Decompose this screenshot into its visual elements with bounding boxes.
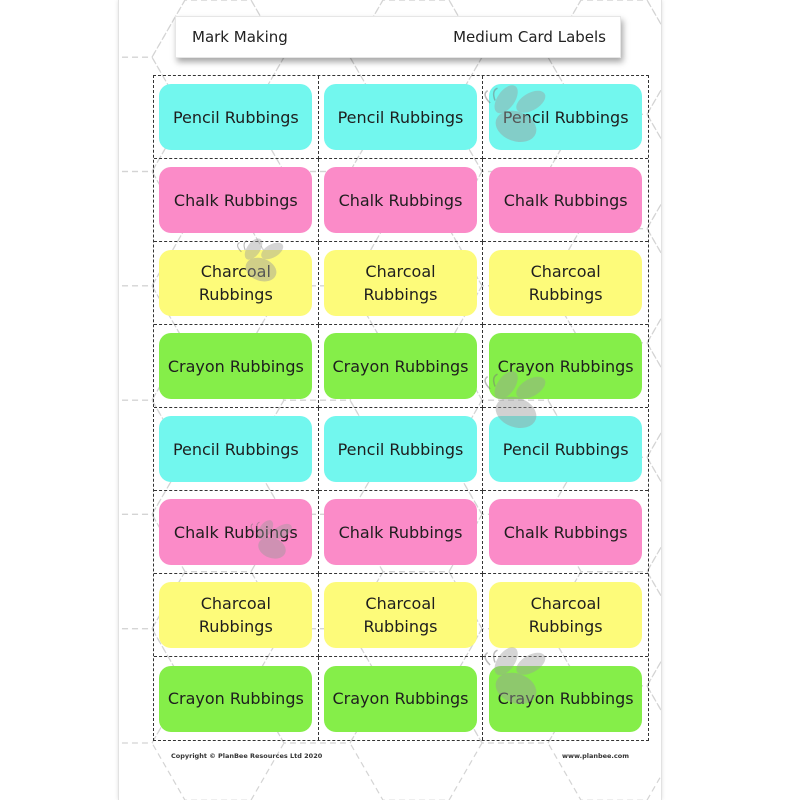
label-cell: Charcoal Rubbings — [483, 574, 648, 657]
card-label: Charcoal Rubbings — [159, 250, 313, 316]
label-cell: Chalk Rubbings — [154, 159, 319, 242]
label-cell: Charcoal Rubbings — [318, 242, 484, 325]
card-label: Chalk Rubbings — [323, 167, 477, 233]
label-cell: Crayon Rubbings — [483, 325, 648, 408]
label-sheet: Mark Making Medium Card Labels Pencil Ru… — [118, 0, 662, 800]
hexagon-outline — [646, 431, 661, 483]
card-label: Crayon Rubbings — [489, 333, 643, 399]
card-label: Pencil Rubbings — [489, 84, 643, 150]
card-label: Pencil Rubbings — [323, 84, 477, 150]
topic-title: Mark Making — [192, 28, 288, 46]
label-cell: Chalk Rubbings — [154, 491, 319, 574]
label-cell: Chalk Rubbings — [318, 159, 484, 242]
card-label: Charcoal Rubbings — [323, 582, 477, 648]
hexagon-outline — [646, 660, 661, 712]
label-cell: Chalk Rubbings — [483, 491, 648, 574]
label-cell: Pencil Rubbings — [154, 76, 319, 159]
card-label: Charcoal Rubbings — [323, 250, 477, 316]
card-label: Chalk Rubbings — [489, 499, 643, 565]
card-label: Crayon Rubbings — [489, 665, 643, 732]
card-label: Chalk Rubbings — [159, 499, 313, 565]
label-cell: Pencil Rubbings — [318, 408, 484, 491]
label-cell: Pencil Rubbings — [154, 408, 319, 491]
card-label: Chalk Rubbings — [489, 167, 643, 233]
card-label: Chalk Rubbings — [159, 167, 313, 233]
label-cell: Charcoal Rubbings — [154, 574, 319, 657]
card-label: Crayon Rubbings — [159, 665, 313, 732]
label-cell: Charcoal Rubbings — [154, 242, 319, 325]
label-cell: Crayon Rubbings — [319, 657, 484, 740]
label-cell: Charcoal Rubbings — [318, 574, 484, 657]
sheet-header: Mark Making Medium Card Labels — [175, 16, 621, 58]
label-cell: Chalk Rubbings — [483, 159, 648, 242]
label-cell: Charcoal Rubbings — [483, 242, 648, 325]
card-label: Chalk Rubbings — [323, 499, 477, 565]
hexagon-outline — [646, 0, 661, 26]
hexagon-outline — [646, 317, 661, 369]
website-text: www.planbee.com — [562, 752, 629, 760]
label-cell: Crayon Rubbings — [154, 325, 319, 408]
copyright-text: Copyright © PlanBee Resources Ltd 2020 — [171, 752, 323, 760]
hexagon-outline — [646, 88, 661, 140]
label-cell: Pencil Rubbings — [318, 76, 484, 159]
hexagon-outline — [646, 203, 661, 255]
label-cell: Crayon Rubbings — [318, 325, 484, 408]
label-cell: Crayon Rubbings — [483, 657, 648, 740]
hexagon-outline — [646, 546, 661, 598]
card-label: Pencil Rubbings — [489, 416, 643, 482]
label-cell: Pencil Rubbings — [483, 408, 648, 491]
card-label: Crayon Rubbings — [323, 665, 477, 732]
card-label: Pencil Rubbings — [159, 416, 313, 482]
card-label: Pencil Rubbings — [323, 416, 477, 482]
label-cell: Crayon Rubbings — [154, 657, 319, 740]
card-label: Crayon Rubbings — [159, 333, 313, 399]
card-label: Crayon Rubbings — [323, 333, 477, 399]
card-label: Pencil Rubbings — [159, 84, 313, 150]
card-label: Charcoal Rubbings — [159, 582, 313, 648]
card-label: Charcoal Rubbings — [489, 250, 643, 316]
label-cell: Pencil Rubbings — [483, 76, 648, 159]
label-cell: Chalk Rubbings — [318, 491, 484, 574]
resource-title: Medium Card Labels — [453, 28, 606, 46]
card-label: Charcoal Rubbings — [489, 582, 643, 648]
